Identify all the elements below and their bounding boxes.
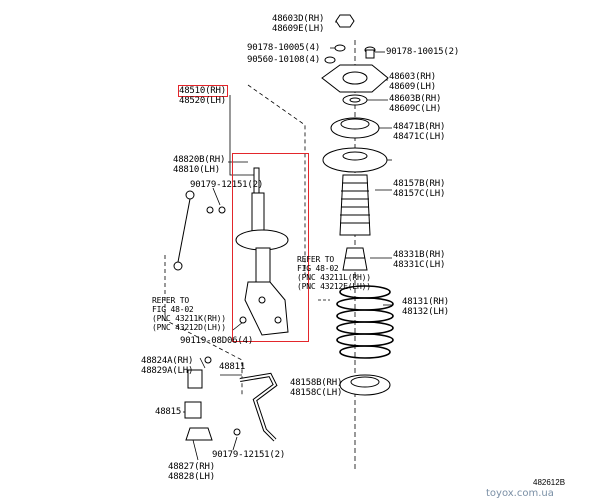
- label-90119-08d06: 90119-08D06(4): [180, 336, 254, 346]
- highlighted-strut-frame: [232, 153, 309, 342]
- coil-spring: [336, 285, 394, 359]
- label-48510: 48510(RH) 48520(LH): [179, 86, 226, 106]
- label-48815: 48815: [155, 407, 182, 417]
- strut-guide-line: [247, 84, 306, 275]
- leader-48510: [229, 95, 255, 176]
- dust-boot: [339, 174, 371, 236]
- lower-insulator: [339, 374, 391, 396]
- label-90179-12151-bottom: 90179-12151(2): [212, 450, 286, 460]
- label-48603b: 48603B(RH) 48609C(LH): [389, 94, 442, 114]
- label-48331b: 48331B(RH) 48331C(LH): [393, 250, 446, 270]
- label-48131: 48131(RH) 48132(LH): [402, 297, 449, 317]
- stabilizer-bar-parts: [184, 356, 278, 442]
- knuckle-guide-line: [164, 255, 243, 395]
- label-90179-12151-top: 90179-12151(2): [190, 180, 264, 190]
- highlighted-part-label-frame: [178, 85, 228, 97]
- label-48157b: 48157B(RH) 48157C(LH): [393, 179, 446, 199]
- label-90178-10015: 90178-10015(2): [386, 47, 460, 57]
- bump-stopper: [342, 247, 368, 271]
- label-refer-to-left: REFER TO FIG 48-02 (PNC 43211K(RH)) (PNC…: [152, 296, 226, 332]
- label-48824a: 48824A(RH) 48829A(LH): [141, 356, 194, 376]
- label-48820b: 48820B(RH) 48810(LH): [173, 155, 226, 175]
- label-48603: 48603(RH) 48609(LH): [389, 72, 436, 92]
- label-refer-to-right: REFER TO FIG 48-02 (PNC 43211L(RH)) (PNC…: [297, 255, 371, 291]
- label-90560-10108: 90560-10108(4): [247, 55, 321, 65]
- shock-absorber-assembly: [235, 167, 289, 336]
- label-48158b: 48158B(RH) 48158C(LH): [290, 378, 343, 398]
- figure-number: 482612B: [533, 478, 566, 487]
- label-48827: 48827(RH) 48828(LH): [168, 462, 215, 482]
- watermark: toyox.com.ua: [486, 488, 554, 499]
- upper-support-parts: [321, 14, 389, 173]
- label-48603d: 48603D(RH) 48609E(LH): [272, 14, 325, 34]
- label-90178-10005: 90178-10005(4): [247, 43, 321, 53]
- label-48471b: 48471B(RH) 48471C(LH): [393, 122, 446, 142]
- stabilizer-link: [173, 190, 226, 271]
- label-48811: 48811: [219, 362, 246, 372]
